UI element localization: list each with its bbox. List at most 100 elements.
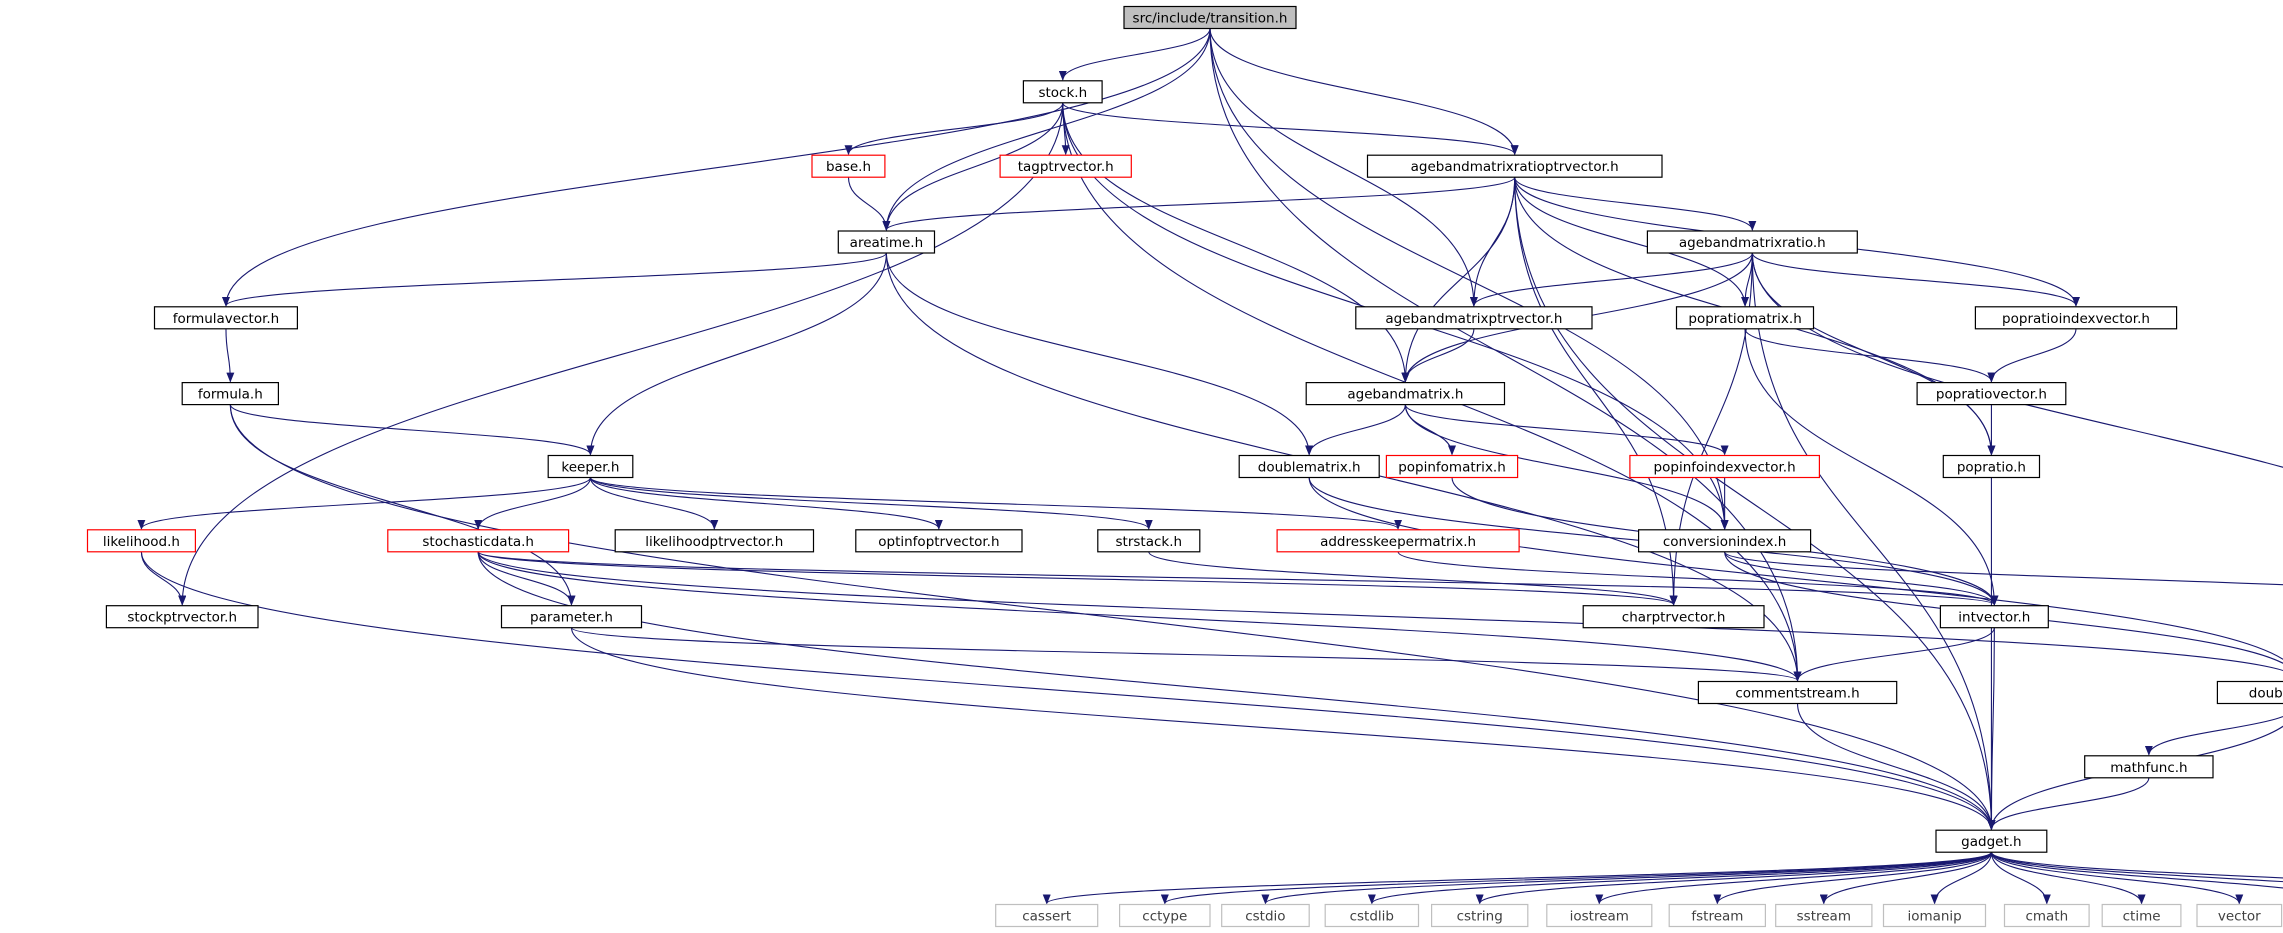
node-label: iomanip [1907, 909, 1961, 925]
edge-strstack-to-charptrvector [1148, 551, 1678, 606]
edge-transition-to-formulavector [222, 28, 1211, 307]
node-box [2084, 755, 2214, 779]
node-label: charptrvector.h [1622, 610, 1726, 626]
nodes-layer: src/include/transition.h stock.h base.h tag… [86, 5, 2283, 928]
edge-stock-to-agebandmatrix [1062, 102, 1410, 383]
node-iostream[interactable]: iostream [1546, 903, 1653, 928]
node-transition[interactable]: src/include/transition.h [1123, 5, 1297, 30]
node-popratiomatrix[interactable]: popratiomatrix.h [1675, 306, 1815, 330]
node-likelihood[interactable]: likelihood.h [86, 529, 197, 553]
node-stochasticdata[interactable]: stochasticdata.h [387, 529, 570, 553]
node-box [105, 605, 259, 629]
node-cstdio[interactable]: cstdio [1221, 903, 1310, 928]
node-cstdlib[interactable]: cstdlib [1324, 903, 1420, 928]
node-commentstream[interactable]: commentstream.h [1697, 680, 1898, 705]
edge-agebandmatrixratioptrvector-to-agebandmatrix [1401, 177, 1516, 383]
node-label: vector [2218, 909, 2261, 925]
node-mathfunc[interactable]: mathfunc.h [2084, 755, 2214, 779]
node-box [1324, 903, 1420, 928]
node-label: likelihood.h [103, 534, 180, 550]
node-popratiovector[interactable]: popratiovector.h [1916, 382, 2067, 406]
node-optinfoptrvector[interactable]: optinfoptrvector.h [855, 529, 1023, 553]
edge-popratioindexvector-to-popratiovector [1987, 328, 2077, 383]
edge-agebandmatrixratio-to-gadget [1751, 252, 1996, 831]
node-label: addresskeepermatrix.h [1320, 534, 1476, 550]
node-popinfomatrix[interactable]: popinfomatrix.h [1385, 454, 1519, 479]
node-gadget[interactable]: gadget.h [1935, 829, 2048, 853]
edge-gadget-to-fstream [1713, 851, 1992, 905]
node-stock[interactable]: stock.h [1022, 80, 1103, 104]
edge-transition-to-agebandmatrixratioptrvector [1209, 28, 1519, 156]
node-box [1775, 903, 1873, 928]
node-label: ctime [2123, 909, 2161, 925]
edge-agebandmatrix-to-conversionindex [1404, 404, 1729, 530]
node-conversionindex[interactable]: conversionindex.h [1637, 529, 1812, 553]
node-label: popratio.h [1957, 460, 2026, 476]
node-cctype[interactable]: cctype [1118, 903, 1211, 928]
edge-commentstream-to-gadget [1796, 703, 1996, 831]
node-tagptrvector[interactable]: tagptrvector.h [999, 154, 1132, 178]
node-vector[interactable]: vector [2196, 903, 2283, 928]
node-box [1385, 454, 1519, 479]
edge-keeper-to-likelihood [137, 477, 591, 530]
node-label: doublevector.h [2249, 686, 2283, 702]
edge-gadget-to-cctype [1161, 851, 1992, 905]
node-popinfoindexvector[interactable]: popinfoindexvector.h [1629, 454, 1821, 479]
node-box [811, 154, 886, 178]
node-cmath[interactable]: cmath [2003, 903, 2090, 928]
node-label: intvector.h [1958, 610, 2030, 626]
edge-stochasticdata-to-charptrvector [477, 551, 1678, 606]
node-agebandmatrixratioptrvector[interactable]: agebandmatrixratioptrvector.h [1366, 154, 1663, 178]
node-label: cstdio [1245, 909, 1285, 925]
edge-formula-to-keeper [229, 404, 595, 456]
node-areatime[interactable]: areatime.h [837, 230, 936, 254]
node-label: formulavector.h [173, 311, 279, 327]
node-box [86, 529, 197, 553]
node-agebandmatrixratio[interactable]: agebandmatrixratio.h [1646, 230, 1858, 254]
node-popratioindexvector[interactable]: popratioindexvector.h [1974, 306, 2178, 330]
edge-agebandmatrixratioptrvector-to-agebandmatrixratio [1514, 177, 1757, 231]
node-box [387, 529, 570, 553]
edge-agebandmatrixratio-to-popratioindexvector [1751, 252, 2080, 307]
edge-agebandmatrix-to-popinfoindexvector [1404, 404, 1729, 456]
node-popratio[interactable]: popratio.h [1942, 454, 2041, 479]
node-stockptrvector[interactable]: stockptrvector.h [105, 605, 259, 629]
node-charptrvector[interactable]: charptrvector.h [1582, 605, 1765, 629]
node-base[interactable]: base.h [811, 154, 886, 178]
node-box [1546, 903, 1653, 928]
edge-gadget-to-unistd [1990, 851, 2283, 883]
node-parameter[interactable]: parameter.h [500, 605, 643, 629]
edge-agebandmatrixratioptrvector-to-charptrvector [1514, 177, 1678, 606]
edge-agebandmatrixratio-to-agebandmatrixptrvector [1469, 252, 1753, 307]
edge-formula-to-gadget [229, 404, 1996, 831]
node-fstream[interactable]: fstream [1668, 903, 1766, 928]
node-cassert[interactable]: cassert [995, 903, 1099, 928]
node-formulavector[interactable]: formulavector.h [153, 306, 298, 330]
node-label: parameter.h [530, 610, 613, 626]
node-box [181, 382, 279, 406]
node-iomanip[interactable]: iomanip [1882, 903, 1987, 928]
node-doublematrix[interactable]: doublematrix.h [1238, 454, 1380, 479]
edge-gadget-to-vector [1990, 851, 2244, 905]
node-sstream[interactable]: sstream [1775, 903, 1873, 928]
edge-areatime-to-keeper [586, 252, 887, 456]
node-ctime[interactable]: ctime [2101, 903, 2182, 928]
node-cstring[interactable]: cstring [1430, 903, 1529, 928]
node-addresskeepermatrix[interactable]: addresskeepermatrix.h [1276, 529, 1520, 553]
node-doublevector[interactable]: doublevector.h [2216, 680, 2283, 705]
node-box [1221, 903, 1310, 928]
node-likelihoodptrvector[interactable]: likelihoodptrvector.h [614, 529, 815, 553]
node-box [547, 454, 634, 479]
node-label: cassert [1022, 909, 1071, 925]
node-strstack[interactable]: strstack.h [1097, 529, 1201, 553]
node-box [1629, 454, 1821, 479]
node-box [1118, 903, 1211, 928]
node-formula[interactable]: formula.h [181, 382, 279, 406]
node-intvector[interactable]: intvector.h [1939, 605, 2049, 629]
node-box [614, 529, 815, 553]
node-label: iostream [1570, 909, 1629, 925]
node-box [1430, 903, 1529, 928]
node-agebandmatrix[interactable]: agebandmatrix.h [1305, 382, 1506, 406]
node-keeper[interactable]: keeper.h [547, 454, 634, 479]
node-agebandmatrixptrvector[interactable]: agebandmatrixptrvector.h [1355, 306, 1593, 330]
